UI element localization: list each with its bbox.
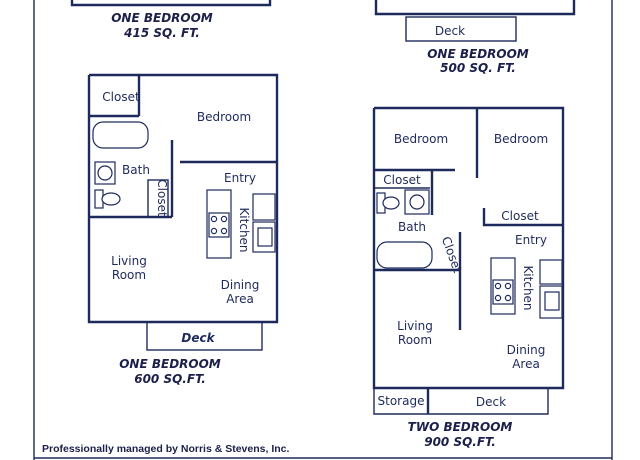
plan-900-closet-right-wall bbox=[482, 208, 563, 227]
plan-600-burner bbox=[220, 215, 228, 223]
plan-600-entry-label: Entry bbox=[224, 171, 256, 185]
plan-600-burner bbox=[210, 215, 218, 223]
plan-600-closet-label: Closet bbox=[102, 90, 140, 104]
plan-900-fridge bbox=[539, 259, 563, 285]
plan-500-title: ONE BEDROOM bbox=[427, 47, 529, 61]
plan-600-closet-small bbox=[147, 179, 169, 218]
plan-600-kitchen-label: Kitchen bbox=[237, 207, 251, 252]
plan-600-sink-bowl bbox=[97, 165, 113, 181]
plan-900-bedroom-right-label: Bedroom bbox=[494, 132, 548, 146]
plan-600-bathtub bbox=[92, 121, 149, 149]
plan-900-deck-label: Deck bbox=[476, 395, 506, 409]
plan-500-deck bbox=[405, 16, 517, 42]
plan-900-burner bbox=[494, 294, 502, 302]
plan-415-bottom-wall bbox=[70, 0, 272, 7]
plan-600: Closet Bedroom Bath Closet Entry Kitchen… bbox=[87, 73, 279, 386]
plan-600-room-label: Room bbox=[112, 268, 146, 282]
plan-900-closet-left-label: Closet bbox=[383, 173, 421, 187]
plan-600-bedroom-wall bbox=[89, 73, 279, 162]
plan-900-room-label: Room bbox=[398, 333, 432, 347]
plan-600-fridge bbox=[252, 193, 276, 221]
plan-600-bedroom-label: Bedroom bbox=[197, 110, 251, 124]
plan-600-bath-label: Bath bbox=[122, 163, 150, 177]
plan-600-toilet-bowl bbox=[101, 192, 121, 206]
plan-900-burner bbox=[494, 282, 502, 290]
plan-600-living-label: Living bbox=[111, 254, 147, 268]
plan-900-storage-label: Storage bbox=[378, 394, 425, 408]
plan-500-walls bbox=[374, 0, 576, 16]
plan-900-area-label: Area bbox=[512, 357, 540, 371]
plan-500: Deck ONE BEDROOM 500 SQ. FT. bbox=[374, 0, 576, 75]
plan-500-deck-label: Deck bbox=[435, 24, 465, 38]
plan-600-title: ONE BEDROOM bbox=[119, 357, 221, 371]
plan-900-closet-right-label: Closet bbox=[501, 209, 539, 223]
plan-600-dining-label: Dining bbox=[221, 278, 260, 292]
plan-900-kitchen-label: Kitchen bbox=[521, 265, 535, 310]
plan-500-size: 500 SQ. FT. bbox=[440, 61, 516, 75]
plan-600-size: 600 SQ.FT. bbox=[134, 372, 206, 386]
plan-900-outer-wall bbox=[372, 106, 565, 390]
plan-900-title: TWO BEDROOM bbox=[408, 420, 513, 434]
management-credit: Professionally managed by Norris & Steve… bbox=[42, 443, 289, 455]
plan-900-bath-label: Bath bbox=[398, 220, 426, 234]
plan-900-toilet-bowl bbox=[382, 196, 400, 210]
plan-600-closet-vertical-label: Closet bbox=[155, 179, 169, 217]
plan-415: ONE BEDROOM 415 SQ. FT. bbox=[70, 0, 272, 40]
plan-900-size: 900 SQ.FT. bbox=[424, 435, 496, 449]
plan-415-title: ONE BEDROOM bbox=[111, 11, 213, 25]
plan-900-entry-label: Entry bbox=[515, 233, 547, 247]
plan-900: Bedroom Bedroom Closet Closet Bath Close… bbox=[372, 106, 565, 449]
plan-600-area-label: Area bbox=[226, 292, 254, 306]
plan-900-sink-bowl bbox=[409, 194, 425, 210]
plan-900-kitchen-sink bbox=[544, 291, 560, 311]
plan-600-kitchen-sink bbox=[257, 227, 273, 247]
plan-600-burner bbox=[220, 227, 228, 235]
plan-415-size: 415 SQ. FT. bbox=[123, 26, 200, 40]
plan-600-burner bbox=[210, 227, 218, 235]
plan-900-living-label: Living bbox=[397, 319, 433, 333]
plan-600-deck-label: Deck bbox=[181, 331, 215, 345]
plan-900-burner bbox=[504, 294, 512, 302]
plan-600-deck bbox=[146, 321, 263, 351]
plan-900-burner bbox=[504, 282, 512, 290]
plan-900-deck-outline bbox=[373, 388, 549, 415]
plan-900-bedroom-left-label: Bedroom bbox=[394, 132, 448, 146]
plan-900-bathtub bbox=[376, 241, 433, 269]
plan-900-dining-label: Dining bbox=[507, 343, 546, 357]
